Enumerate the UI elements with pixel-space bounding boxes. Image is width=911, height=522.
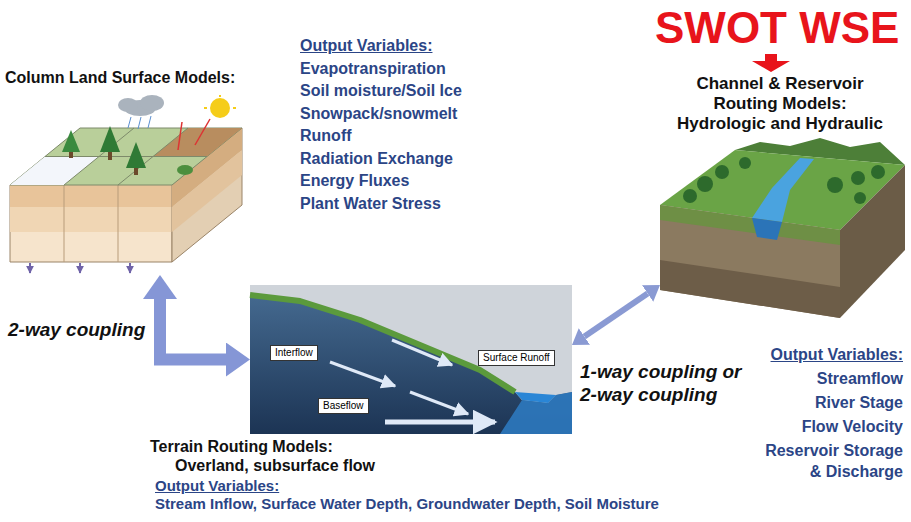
output-variable: Energy Fluxes (300, 171, 409, 190)
model-subheading: Overland, subsurface flow (175, 456, 375, 475)
river-landscape-illustration (660, 205, 840, 245)
swot-pointer (752, 54, 790, 72)
land-surface-illustration (10, 128, 242, 185)
river-landscape-illustration (739, 157, 751, 169)
land-surface-illustration (219, 95, 221, 97)
output-variable: Plant Water Stress (300, 194, 441, 213)
land-surface-illustration (204, 107, 207, 109)
hillslope-illustration (250, 295, 572, 434)
river-landscape-illustration (871, 165, 885, 179)
hillslope-illustration (515, 392, 556, 403)
output-variable: Snowpack/snowmelt (300, 104, 457, 123)
river-landscape-illustration (697, 176, 713, 192)
hillslope-illustration (410, 392, 468, 414)
coupling-label: 2-way coupling (8, 318, 145, 341)
land-surface-illustration (118, 98, 138, 112)
river-landscape-illustration (840, 165, 905, 318)
output-variable: Runoff (300, 126, 352, 145)
land-surface-illustration (233, 107, 236, 109)
land-surface-illustration (153, 128, 242, 157)
river-landscape-illustration (715, 165, 729, 179)
hillslope-illustration (385, 420, 495, 425)
hillslope-illustration (500, 392, 572, 434)
river-landscape-illustration (660, 205, 840, 318)
output-variable: Soil moisture/Soil Ice (300, 81, 462, 100)
land-surface-illustration (10, 207, 172, 232)
land-surface-illustration (29, 263, 31, 273)
output-variable: River Stage (757, 393, 903, 414)
coupling-label: 1-way coupling or 2-way coupling (580, 360, 752, 406)
land-surface-illustration (138, 117, 141, 129)
land-surface-illustration (10, 157, 99, 186)
output-variable: Flow Velocity (757, 417, 903, 438)
land-surface-illustration (128, 117, 131, 128)
river-landscape-illustration (854, 192, 866, 204)
flow-label: Surface Runoff (483, 352, 550, 364)
land-surface-illustration (118, 185, 119, 262)
coupling-arrow (584, 293, 647, 336)
model-heading: Channel & Reservoir Routing Models: Hydr… (672, 74, 888, 134)
land-surface-illustration (62, 130, 80, 152)
model-heading: Terrain Routing Models: (150, 437, 333, 456)
flow-label-box: Interflow (270, 345, 318, 361)
land-surface-illustration (10, 185, 172, 207)
terrain-model: Terrain Routing Models:Overland, subsurf… (250, 285, 572, 434)
land-surface-illustration (10, 185, 172, 262)
river-landscape-illustration (683, 189, 697, 203)
output-variable: Stream Inflow, Surface Water Depth, Grou… (155, 495, 659, 513)
river-landscape-illustration (752, 218, 782, 240)
flow-label: Baseflow (323, 400, 364, 412)
flow-label-box: Baseflow (318, 398, 369, 414)
land-surface-illustration (64, 185, 65, 262)
land-surface-illustration (148, 116, 151, 128)
output-variable: Reservoir Storage & Discharge (757, 441, 903, 483)
swot-pointer (752, 54, 790, 72)
output-variable: Streamflow (757, 369, 903, 390)
routing-model: Channel & Reservoir Routing Models: Hydr… (660, 135, 905, 325)
model-heading: Column Land Surface Models: (5, 68, 235, 87)
output-heading: Output Variables: (757, 345, 903, 364)
coupling-arrow (160, 299, 226, 360)
hillslope-illustration (250, 285, 572, 434)
output-heading: Output Variables: (300, 36, 432, 55)
land-surface-illustration (10, 95, 242, 273)
flow-label-box: Surface Runoff (478, 350, 555, 366)
land-surface-illustration (210, 98, 230, 118)
land-surface-illustration (178, 122, 182, 150)
land-surface-model: Column Land Surface Models:Output Variab… (5, 95, 245, 275)
river-landscape-illustration (752, 158, 814, 222)
land-surface-illustration (140, 95, 164, 111)
river-landscape-illustration (851, 171, 865, 185)
satellite-label: SWOT WSE (655, 6, 899, 50)
land-surface-illustration (126, 142, 146, 168)
river-landscape-illustration (827, 177, 843, 193)
land-surface-illustration (177, 165, 193, 175)
hillslope-illustration (392, 340, 452, 365)
land-surface-illustration (195, 119, 210, 145)
output-variable: Radiation Exchange (300, 149, 453, 168)
hillslope-illustration (250, 295, 515, 392)
river-landscape-illustration (660, 138, 905, 318)
land-surface-illustration (79, 263, 81, 273)
flow-label: Interflow (275, 347, 313, 359)
land-surface-illustration (129, 263, 131, 273)
output-heading: Output Variables: (155, 477, 279, 495)
land-surface-illustration (100, 126, 120, 152)
river-landscape-illustration (660, 260, 840, 318)
hillslope-illustration (330, 362, 395, 386)
output-variable: Evapotranspiration (300, 59, 446, 78)
